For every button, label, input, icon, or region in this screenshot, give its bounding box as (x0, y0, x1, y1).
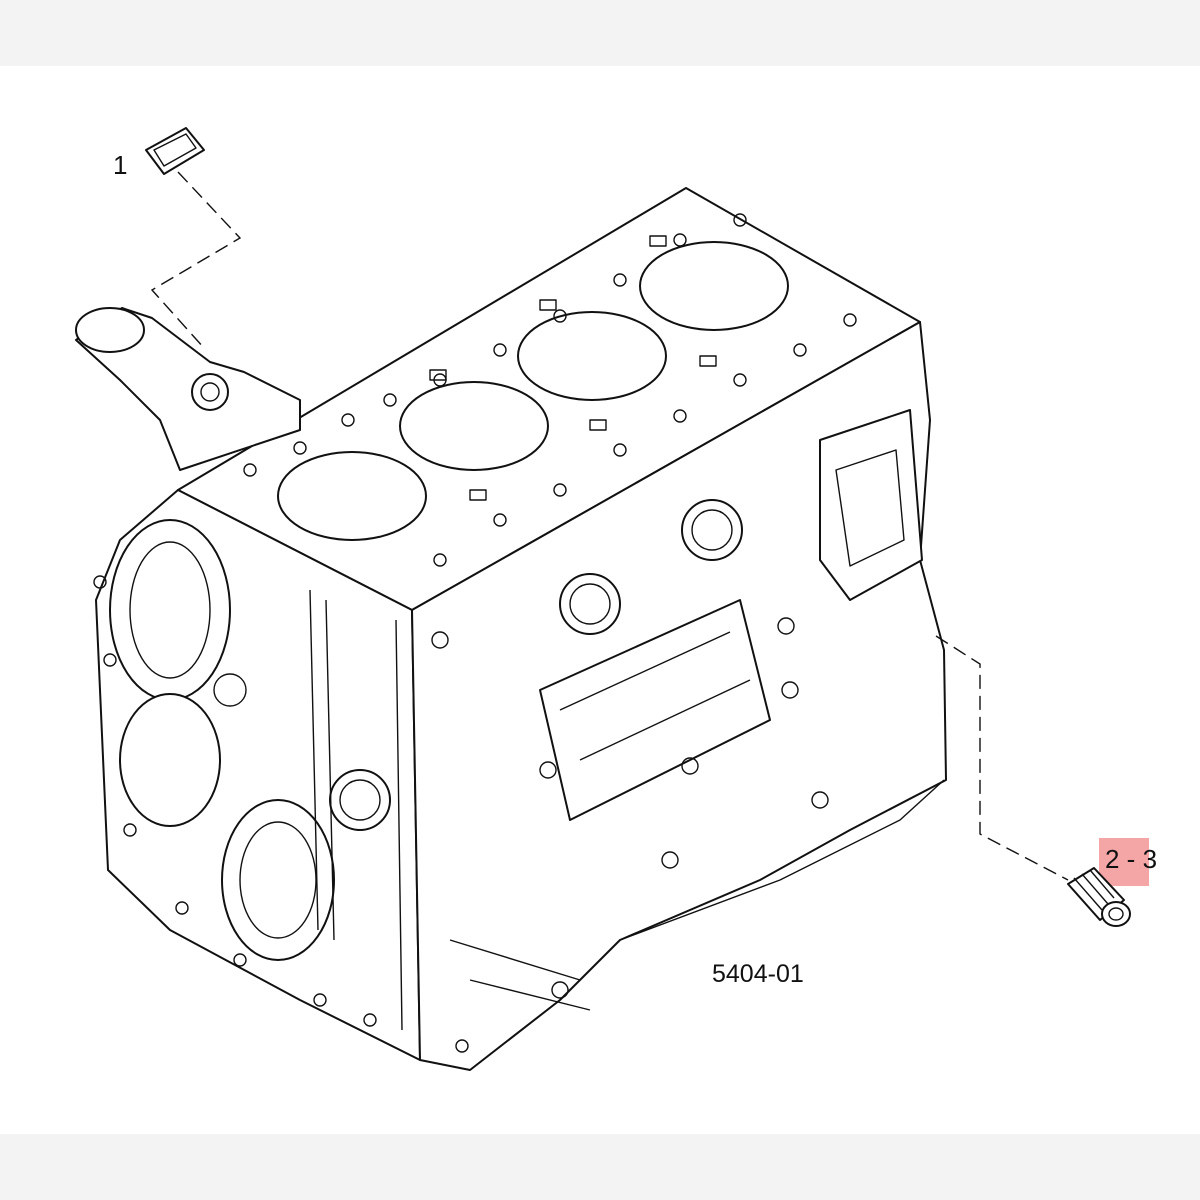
callout-part-2-3: 2 - 3 (1105, 844, 1158, 874)
part-2-3-plug (1067, 867, 1131, 927)
part-2-3-leader (935, 635, 1069, 881)
callout-highlight (1099, 838, 1149, 886)
engine-block (75, 187, 947, 1071)
part-1-leader (150, 171, 242, 349)
figure-code: 5404-01 (712, 960, 804, 988)
callout-part-1: 1 (113, 150, 128, 180)
part-1-plug (145, 127, 205, 175)
